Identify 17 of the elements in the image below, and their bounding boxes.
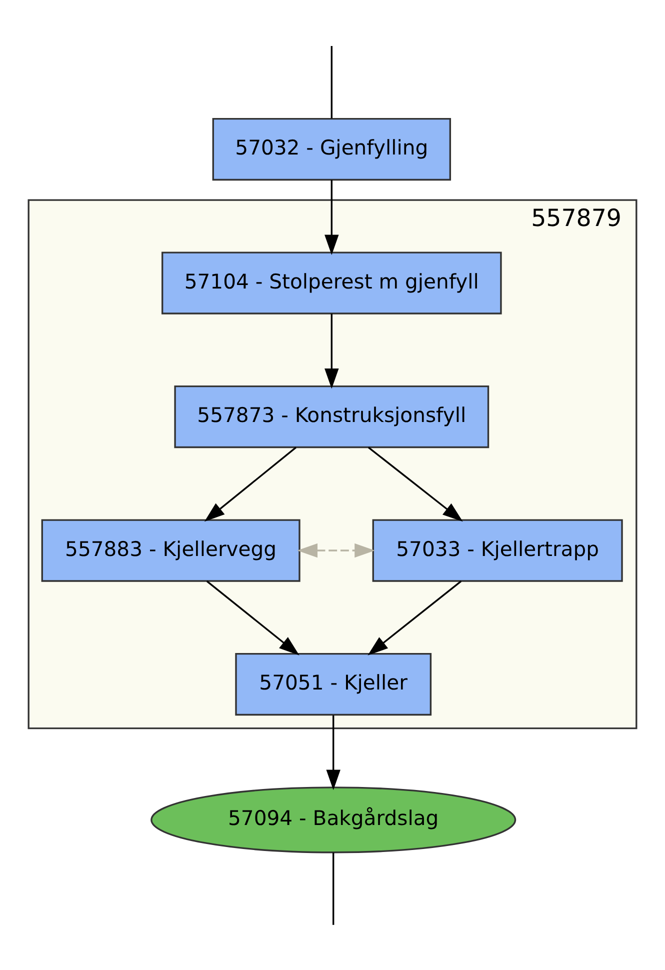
node-box: 57104 - Stolperest m gjenfyll (162, 251, 502, 314)
node-ellipse: 57094 - Bakgårdslag (150, 786, 516, 853)
node-box: 57051 - Kjeller (235, 652, 432, 716)
arrow (324, 179, 339, 255)
connector (330, 46, 332, 118)
arrow (206, 580, 300, 655)
arrow (326, 714, 340, 790)
node-box: 557883 - Kjellervegg (41, 518, 300, 582)
node-box: 57032 - Gjenfylling (212, 117, 452, 180)
arrow (297, 542, 375, 558)
arrow (368, 580, 462, 655)
connector (332, 852, 334, 924)
node-box: 57033 - Kjellertrapp (372, 518, 623, 582)
node-box: 557873 - Konstruksjonsfyll (174, 384, 490, 448)
arrow (204, 446, 296, 522)
arrow (324, 313, 339, 388)
arrow (368, 446, 463, 522)
